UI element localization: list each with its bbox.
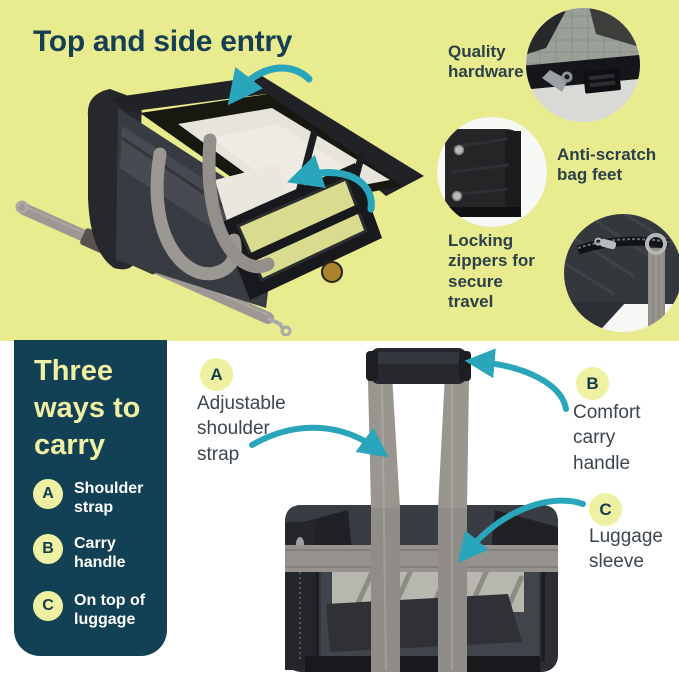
- callout-badge-c: C: [589, 493, 622, 526]
- bag-foot-detail: [453, 144, 465, 156]
- quality-hardware-photo: [526, 8, 640, 122]
- callout-label-carry-handle: Comfort carry handle: [573, 402, 641, 474]
- carrier-open-photo: [10, 68, 430, 336]
- zipper-pull-detail: [594, 237, 617, 250]
- bag-foot-detail: [451, 190, 463, 202]
- panel-item-shoulder-strap: A Shoulder strap: [33, 479, 168, 517]
- panel-item-label: On top of luggage: [74, 592, 146, 628]
- brand-logo-badge: [321, 261, 343, 283]
- feature-anti-scratch-feet: Anti-scratch bag feet: [557, 145, 657, 185]
- panel-item-label: Carry handle: [74, 535, 126, 571]
- panel-item-label: Shoulder strap: [74, 480, 144, 516]
- d-ring-detail: [645, 233, 667, 255]
- page-title: Top and side entry: [33, 25, 293, 58]
- callout-label-luggage-sleeve: Luggage sleeve: [589, 526, 663, 573]
- letter-badge-b: B: [33, 534, 63, 564]
- carrier-front-photo: [270, 342, 570, 674]
- three-ways-panel: Three ways to carry A Shoulder strap B C…: [14, 340, 167, 656]
- feature-locking-zippers: Locking zippers for secure travel: [448, 231, 535, 312]
- letter-badge-c: C: [33, 591, 63, 621]
- carrier-front-illustration: [285, 348, 558, 672]
- callout-badge-a: A: [200, 358, 233, 391]
- panel-item-on-luggage: C On top of luggage: [33, 591, 168, 629]
- callout-label-shoulder-strap: Adjustable shoulder strap: [197, 393, 286, 465]
- luggage-sleeve-strap: [285, 545, 558, 572]
- panel-heading: Three ways to carry: [34, 355, 141, 461]
- letter-badge-a: A: [33, 479, 63, 509]
- locking-zipper-photo: [564, 214, 679, 332]
- feature-quality-hardware: Quality hardware: [448, 42, 524, 82]
- callout-badge-b: B: [576, 367, 609, 400]
- bag-feet-photo: [437, 117, 547, 227]
- panel-item-carry-handle: B Carry handle: [33, 534, 168, 572]
- comfort-handle: [366, 348, 471, 384]
- carrier-illustration: [15, 76, 424, 336]
- snap-hook-detail: [542, 70, 573, 92]
